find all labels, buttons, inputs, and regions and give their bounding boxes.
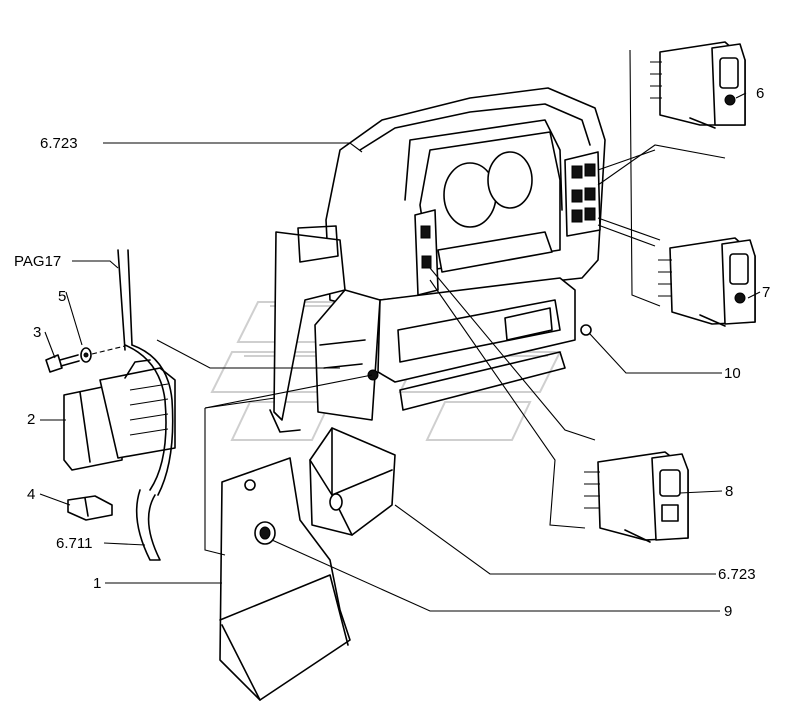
label-pag17: PAG17 <box>14 253 61 270</box>
label-3: 3 <box>33 324 41 341</box>
switch-holder-6-723 <box>309 427 396 536</box>
label-4: 4 <box>27 486 35 503</box>
gauge-right-icon <box>487 151 533 209</box>
label-6: 6 <box>756 85 764 102</box>
washer-5 <box>80 347 92 363</box>
bolt-10 <box>580 324 592 336</box>
label-1: 1 <box>93 575 101 592</box>
bracket-plate-1 <box>219 457 351 701</box>
rocker-switch-8 <box>584 451 689 543</box>
nut-9 <box>254 521 276 545</box>
dashboard-housing <box>269 87 606 433</box>
label-10: 10 <box>724 365 741 382</box>
screw-axis-line <box>91 345 126 355</box>
rocker-switch-7 <box>658 237 756 327</box>
callout-labels: 6.723 PAG17 5 3 2 4 6.711 1 6 7 8 10 6.7… <box>14 85 770 620</box>
wiring-harness <box>117 249 174 561</box>
fuse-holder-2 <box>63 359 176 471</box>
label-5: 5 <box>58 288 66 305</box>
label-8: 8 <box>725 483 733 500</box>
label-2: 2 <box>27 411 35 428</box>
label-dash-6-723: 6.723 <box>40 135 78 152</box>
rocker-switch-6 <box>650 41 746 129</box>
screw-3 <box>45 354 80 373</box>
label-bracket-6-723: 6.723 <box>718 566 756 583</box>
fuse-4 <box>67 495 113 521</box>
leader-lines <box>39 49 761 612</box>
label-7: 7 <box>762 284 770 301</box>
label-fuse-6-711: 6.711 <box>56 535 92 552</box>
label-9: 9 <box>724 603 732 620</box>
